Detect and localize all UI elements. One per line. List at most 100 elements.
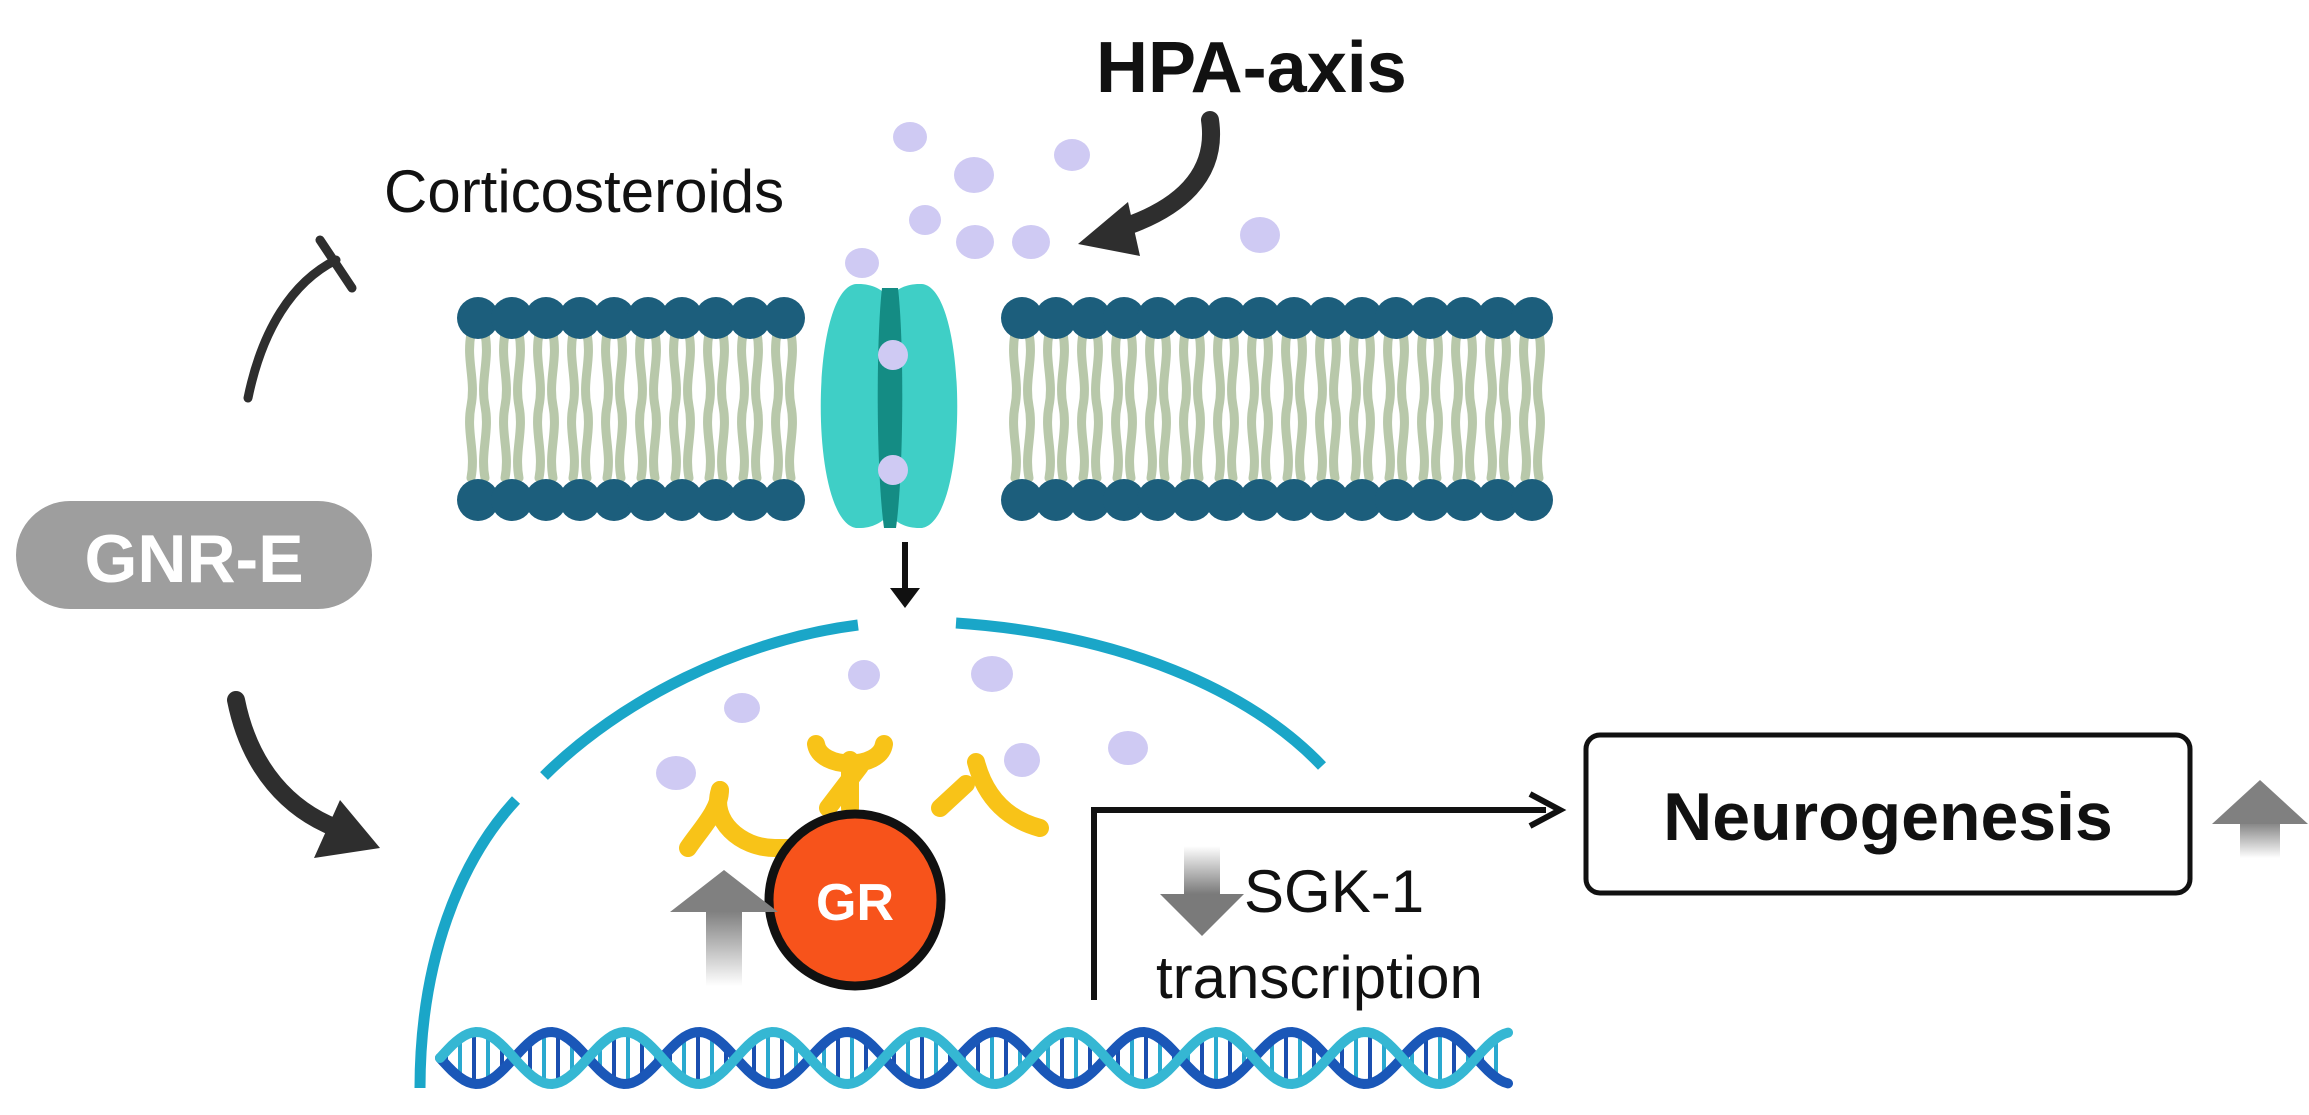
lipid-tail bbox=[1043, 329, 1069, 483]
neurogenesis-box: Neurogenesis bbox=[1583, 732, 2193, 896]
lipid-tail bbox=[1383, 329, 1409, 483]
lipid-tail bbox=[567, 329, 593, 483]
arrow-right-icon bbox=[1091, 791, 1567, 1000]
lipid-head bbox=[491, 479, 533, 521]
lipid-tail bbox=[703, 329, 729, 483]
lipid-tail bbox=[737, 329, 763, 483]
promotion-arrow-icon bbox=[227, 691, 380, 858]
arrow-up-icon bbox=[670, 870, 778, 986]
corticosteroid-molecules bbox=[845, 122, 1280, 278]
dna-helix-icon bbox=[435, 1026, 1513, 1090]
lipid-tail bbox=[1247, 329, 1273, 483]
lipid-tail bbox=[1417, 329, 1443, 483]
lipid-tail bbox=[1009, 329, 1035, 483]
arrow-down-icon bbox=[890, 542, 920, 608]
inhibition-arrow-icon bbox=[243, 235, 357, 403]
lipid-tail bbox=[771, 329, 797, 483]
lipid-tail bbox=[1111, 329, 1137, 483]
neurogenesis-increase-arrow-icon bbox=[2212, 780, 2308, 858]
glucocorticoid-receptor: GR bbox=[764, 809, 946, 991]
lipid-head bbox=[1137, 479, 1179, 521]
gnr-e-label: GNR-E bbox=[84, 521, 303, 597]
lipid-tail bbox=[1281, 329, 1307, 483]
nuclear-envelope bbox=[414, 617, 1326, 1089]
lipid-head bbox=[1205, 297, 1247, 339]
lipid-head bbox=[1001, 479, 1043, 521]
sgk1-decrease-arrow-icon bbox=[1160, 846, 1244, 936]
nuclear-ligands bbox=[656, 656, 1148, 790]
lipid-head bbox=[695, 479, 737, 521]
lipid-head bbox=[1103, 479, 1145, 521]
lipid-head bbox=[1035, 479, 1077, 521]
lipid-head bbox=[627, 479, 669, 521]
lipid-head bbox=[525, 297, 567, 339]
lipid-head bbox=[729, 479, 771, 521]
lipid-head bbox=[525, 479, 567, 521]
ligand-in-channel bbox=[878, 455, 908, 485]
lipid-head bbox=[729, 297, 771, 339]
lipid-head bbox=[1035, 297, 1077, 339]
membrane-channel bbox=[820, 283, 958, 529]
neurogenesis-label: Neurogenesis bbox=[1663, 779, 2113, 855]
lipid-head bbox=[1069, 297, 1111, 339]
lipid-tail bbox=[465, 329, 491, 483]
gnr-e-badge: GNR-E bbox=[16, 501, 372, 609]
lipid-head bbox=[1341, 479, 1383, 521]
lipid-head bbox=[763, 297, 805, 339]
lipid-head bbox=[1409, 479, 1451, 521]
lipid-head bbox=[1001, 297, 1043, 339]
lipid-head bbox=[695, 297, 737, 339]
lipid-head bbox=[1443, 297, 1485, 339]
corticosteroids-label: Corticosteroids bbox=[384, 158, 784, 225]
lipid-head bbox=[593, 479, 635, 521]
lipid-head bbox=[1375, 297, 1417, 339]
lipid-tail bbox=[1077, 329, 1103, 483]
lipid-head bbox=[593, 297, 635, 339]
lipid-tail bbox=[1451, 329, 1477, 483]
hpa-axis-label: HPA-axis bbox=[1096, 28, 1407, 108]
lipid-head bbox=[457, 297, 499, 339]
cell-membrane bbox=[457, 297, 1553, 521]
lipid-tail bbox=[635, 329, 661, 483]
lipid-head bbox=[627, 297, 669, 339]
lipid-head bbox=[661, 479, 703, 521]
gr-label: GR bbox=[816, 874, 894, 932]
lipid-head bbox=[1511, 297, 1553, 339]
lipid-head bbox=[1171, 479, 1213, 521]
lipid-head bbox=[1375, 479, 1417, 521]
receptor-binding-sites bbox=[679, 735, 1049, 857]
lipid-tail bbox=[1145, 329, 1171, 483]
lipid-tail bbox=[1315, 329, 1341, 483]
lipid-tail bbox=[1485, 329, 1511, 483]
ligand-in-channel bbox=[878, 340, 908, 370]
curved-arrow-icon bbox=[1078, 111, 1221, 256]
lipid-head bbox=[559, 297, 601, 339]
lipid-head bbox=[1511, 479, 1553, 521]
lipid-head bbox=[1341, 297, 1383, 339]
lipid-head bbox=[1171, 297, 1213, 339]
lipid-head bbox=[1103, 297, 1145, 339]
lipid-tail bbox=[669, 329, 695, 483]
lipid-head bbox=[1069, 479, 1111, 521]
lipid-head bbox=[1307, 479, 1349, 521]
lipid-head bbox=[491, 297, 533, 339]
lipid-tail bbox=[1349, 329, 1375, 483]
lipid-tail bbox=[1519, 329, 1545, 483]
lipid-head bbox=[1239, 297, 1281, 339]
lipid-head bbox=[1273, 479, 1315, 521]
transcription-label: transcription bbox=[1156, 944, 1483, 1011]
lipid-head bbox=[1239, 479, 1281, 521]
sgk1-label: SGK-1 bbox=[1244, 858, 1424, 925]
lipid-tail bbox=[533, 329, 559, 483]
lipid-head bbox=[1137, 297, 1179, 339]
lipid-head bbox=[559, 479, 601, 521]
lipid-head bbox=[1477, 479, 1519, 521]
lipid-tail bbox=[499, 329, 525, 483]
lipid-tail bbox=[1213, 329, 1239, 483]
lipid-head bbox=[1443, 479, 1485, 521]
lipid-head bbox=[661, 297, 703, 339]
dna-strand bbox=[435, 1026, 1513, 1090]
lipid-tail bbox=[601, 329, 627, 483]
lipid-head bbox=[1205, 479, 1247, 521]
